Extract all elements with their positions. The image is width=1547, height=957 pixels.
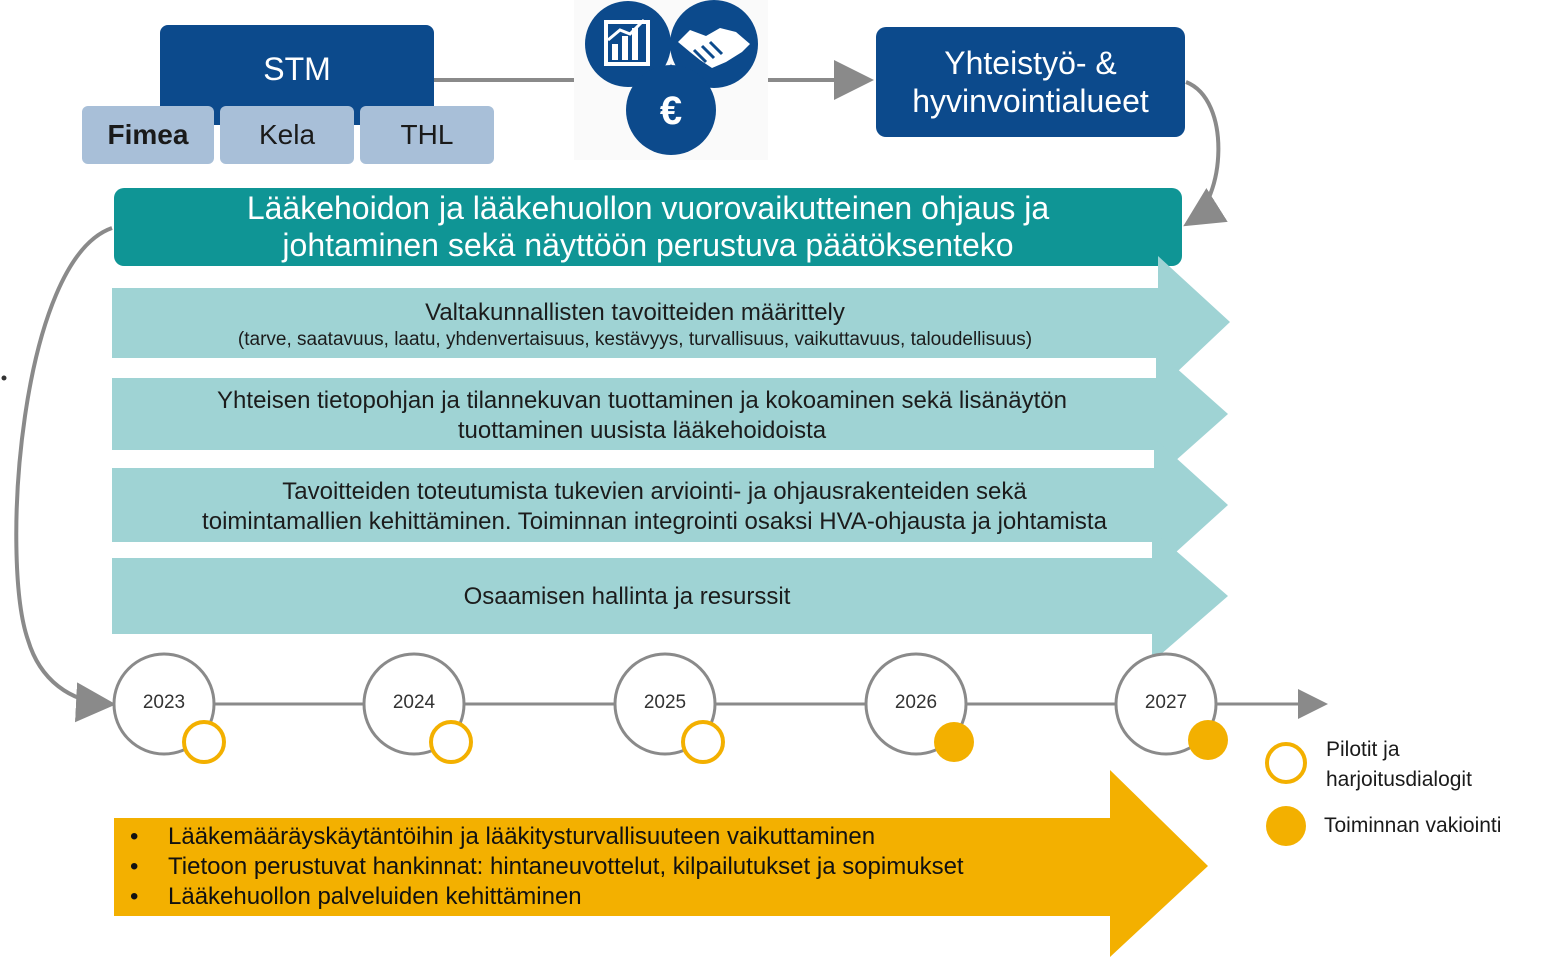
legend-standard: Toiminnan vakiointi [1324,814,1502,837]
arrow-4: Osaamisen hallinta ja resurssit [112,560,1142,634]
bottom-item-1-text: Lääkemääräyskäytäntöihin ja lääkitysturv… [168,823,876,850]
bullet-1: • [130,823,139,850]
arrow-3: Tavoitteiden toteutumista tukevien arvio… [112,472,1197,542]
standard-marker-2026 [934,722,974,762]
euro-symbol: € [660,89,682,133]
pilot-marker-2023 [182,720,226,764]
pilot-marker-2024 [429,720,473,764]
handshake-icon [670,0,758,88]
kela-label: Kela [258,119,316,150]
thl-label: THL [400,119,454,150]
header-line1: Lääkehoidon ja lääkehuollon vuorovaikutt… [246,190,1050,226]
thl-box: THL [360,106,494,164]
legend-standard-icon [1266,806,1306,846]
bullet-2: • [130,853,139,880]
arrow-2-line2: tuottaminen uusista lääkehoidoista [457,417,827,444]
stm-label: STM [263,50,331,87]
regions-line1: Yhteistyö- & [944,45,1117,81]
arrow-2: Yhteisen tietopohjan ja tilannekuvan tuo… [112,382,1172,450]
standard-marker-2027 [1188,720,1228,760]
bottom-item-1: • Lääkemääräyskäytäntöihin ja lääkitystu… [130,822,1130,852]
arrow-1-subtitle: (tarve, saatavuus, laatu, yhdenvertaisuu… [237,329,1033,350]
fimea-box: Fimea [82,106,214,164]
arrow-4-title: Osaamisen hallinta ja resurssit [463,583,791,610]
bottom-item-2-text: Tietoon perustuvat hankinnat: hintaneuvo… [168,853,964,880]
pilot-marker-2025 [681,720,725,764]
regions-box: Yhteistyö- & hyvinvointialueet [876,27,1185,137]
year-circle-2025 [613,652,725,764]
arrow-1: Valtakunnallisten tavoitteiden määrittel… [112,292,1158,358]
year-circle-2027 [1114,652,1228,760]
year-2024: 2024 [392,692,436,713]
legend-pilot-icon [1265,742,1307,784]
year-2027: 2027 [1144,692,1188,713]
stray-dot [1,375,7,381]
bottom-arrow-list: • Lääkemääräyskäytäntöihin ja lääkitystu… [130,822,1130,912]
bottom-item-3: • Lääkehuollon palveluiden kehittäminen [130,882,1130,912]
legend-pilot: Pilotit ja harjoitusdialogit [1326,735,1472,795]
legend-pilot-line1: Pilotit ja [1326,738,1400,761]
icon-cluster: € [574,0,768,160]
year-circle-2023 [112,652,226,764]
legend-pilot-line2: harjoitusdialogit [1326,768,1472,791]
fimea-label: Fimea [107,119,189,150]
arrow-3-line2: toimintamallien kehittäminen. Toiminnan … [202,508,1107,535]
bullet-3: • [130,883,139,910]
arrow-1-title: Valtakunnallisten tavoitteiden määrittel… [425,299,845,326]
arrow-3-line1: Tavoitteiden toteutumista tukevien arvio… [282,478,1027,505]
bottom-item-2: • Tietoon perustuvat hankinnat: hintaneu… [130,852,1130,882]
year-2026: 2026 [894,692,938,713]
regions-line2: hyvinvointialueet [912,83,1149,119]
arrow-2-line1: Yhteisen tietopohjan ja tilannekuvan tuo… [217,387,1067,414]
year-circle-2026 [864,652,974,762]
year-2025: 2025 [643,692,687,713]
kela-box: Kela [220,106,354,164]
year-2023: 2023 [142,692,186,713]
connector-header-timeline [14,226,116,723]
bottom-item-3-text: Lääkehuollon palveluiden kehittäminen [168,883,582,910]
year-circle-2024 [362,652,473,764]
chart-icon [585,1,671,87]
connector-regions-header [1183,80,1228,227]
euro-icon: € [626,65,716,155]
